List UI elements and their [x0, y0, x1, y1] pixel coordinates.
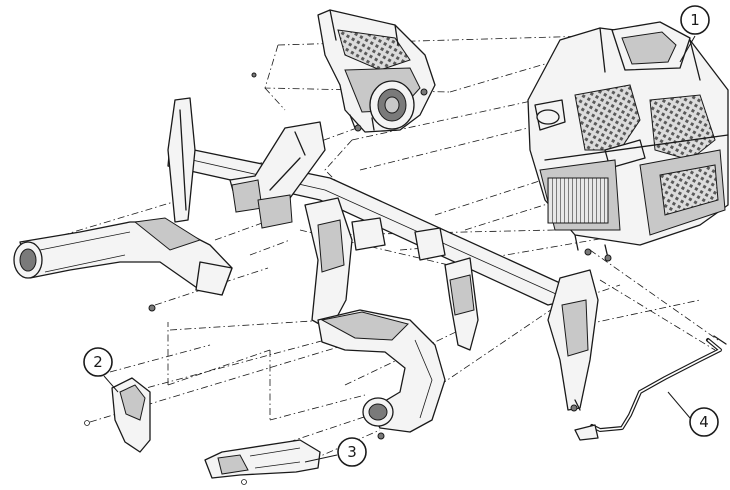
center-floor-duct [317, 309, 446, 440]
side-defrost-duct [84, 377, 151, 453]
callout-3-circle [337, 437, 367, 467]
callout-1-label: 1 [690, 11, 700, 29]
hvac-heater-unit [527, 21, 729, 262]
heater-pipe [574, 335, 727, 441]
callout-3-label: 3 [347, 443, 357, 461]
callout-2: 2 [83, 347, 119, 393]
blower-intake-housing [251, 9, 436, 133]
callout-3: 3 [304, 437, 367, 467]
left-air-duct [13, 217, 233, 312]
callout-1-circle [680, 5, 710, 35]
instrument-panel-beam [167, 97, 599, 412]
rear-floor-duct [204, 439, 321, 485]
callout-2-label: 2 [93, 353, 103, 371]
callout-4-label: 4 [699, 413, 709, 431]
callout-4-circle [689, 407, 719, 437]
callout-2-circle [83, 347, 113, 377]
callout-4: 4 [667, 391, 719, 437]
callout-1: 1 [679, 5, 710, 63]
